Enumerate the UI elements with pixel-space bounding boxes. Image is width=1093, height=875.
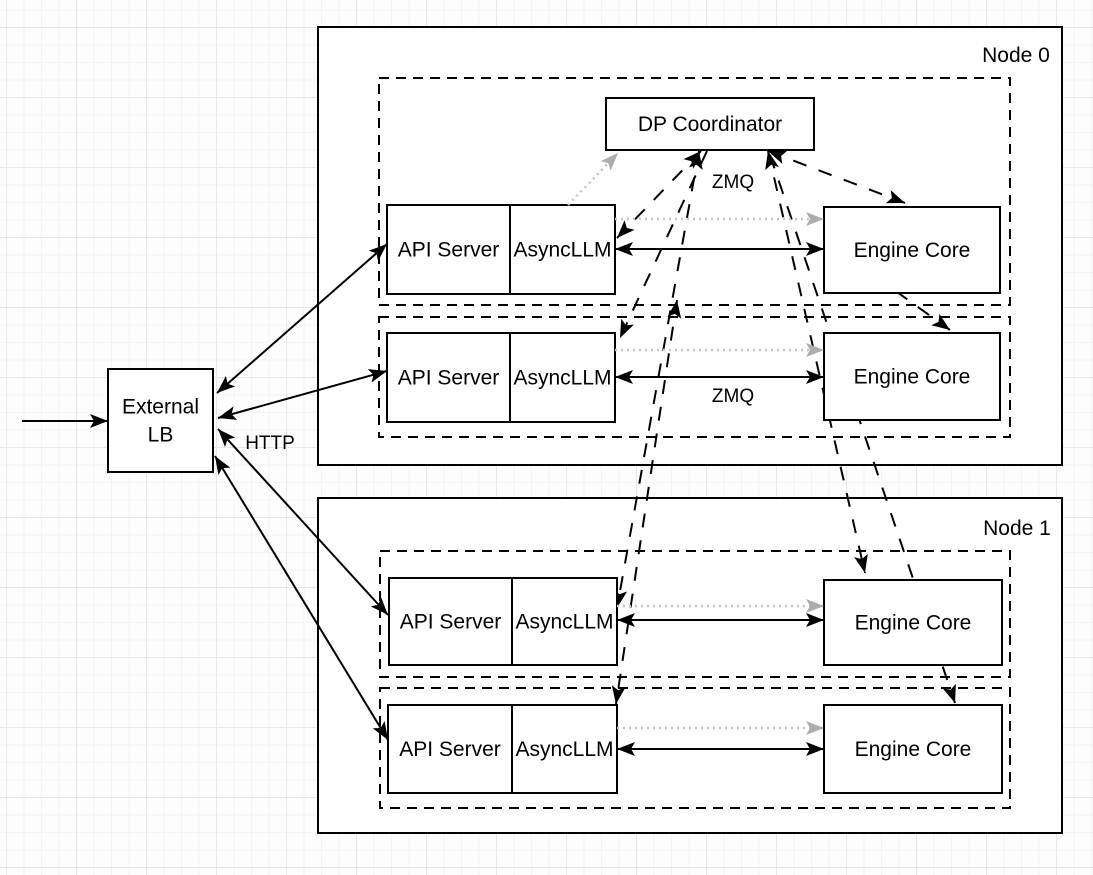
arrowhead-async-engine-n0r2-start [615, 370, 633, 384]
asyncllm-n0r2-box [509, 332, 616, 423]
api-server-n0r1-label-line: API Server [398, 239, 500, 262]
arrowhead-async-engine-n0r1 [806, 242, 824, 256]
connector-zmq-coord-asyncllm-n0r1 [616, 150, 702, 239]
engine-core-n0r2-label-line: Engine Core [854, 366, 971, 389]
asyncllm-n0r1-label-line: AsyncLLM [513, 239, 611, 262]
api-server-n0r2-label: API Server [398, 367, 500, 390]
arrowhead-startup-async-engine-n1r1 [806, 599, 824, 613]
external-lb-label-line: External [122, 396, 199, 419]
asyncllm-n0r2-label: AsyncLLM [513, 367, 611, 390]
node-0-label: Node 0 [982, 44, 1050, 67]
engine-core-n0r1-label-line: Engine Core [854, 239, 971, 262]
arrowhead-client-to-lb [90, 414, 108, 428]
arrowhead-startup-async-engine-n0r2 [806, 343, 824, 357]
arrowhead-zmq-coord-asyncllm-n0r2 [620, 318, 634, 338]
api-server-n0r1-box [386, 204, 511, 295]
arrowhead-zmq-coord-asyncllm-n0r1 [617, 220, 635, 238]
engine-core-n1r1-label: Engine Core [855, 612, 972, 635]
external-lb-box [107, 368, 214, 473]
engine-core-n0r1-box [823, 206, 1001, 294]
arrowhead-async-engine-n1r2-start [617, 742, 635, 756]
zmq-label-mid: ZMQ [712, 386, 754, 407]
engine-core-n1r1-box [823, 579, 1003, 666]
arrowhead-zmq-coord-asyncllm-n1r1-start [688, 151, 703, 170]
arrowhead-async-engine-n1r1-start [617, 613, 635, 627]
api-server-n1r2-box [387, 704, 513, 794]
arrowhead-http-lb-api-n1r2 [372, 721, 388, 740]
node-1-label: Node 1 [983, 517, 1051, 540]
api-server-n0r1-label: API Server [398, 239, 500, 262]
arrowhead-zmq-coord-asyncllm-n1r2 [611, 685, 626, 704]
connector-zmq-coord-engine-n1r1 [767, 150, 866, 574]
arrowhead-startup-async-engine-n0r1 [806, 212, 824, 226]
asyncllm-n1r2-label: AsyncLLM [515, 738, 613, 761]
arrowhead-startup-async-coord [600, 153, 618, 171]
arrowhead-http-lb-api-n1r1-start [218, 429, 236, 447]
connector-http-lb-api-n0r2 [217, 370, 388, 419]
engine-core-n1r2-box [823, 704, 1003, 794]
engine-core-n0r2-label: Engine Core [854, 366, 971, 389]
asyncllm-n1r2-label-line: AsyncLLM [515, 738, 613, 761]
api-server-n1r2-label: API Server [399, 738, 501, 761]
http-label: HTTP [245, 433, 295, 454]
asyncllm-n0r1-box [509, 204, 616, 295]
external-lb-label-line: LB [148, 424, 174, 447]
asyncllm-n0r2-label-line: AsyncLLM [513, 367, 611, 390]
arrowhead-http-lb-api-n1r1 [370, 597, 388, 615]
arrowhead-http-lb-api-n0r1-start [217, 375, 236, 393]
arrowhead-async-engine-n0r1-start [615, 242, 633, 256]
arrowhead-zmq-coord-engine-n1r1 [854, 553, 868, 573]
asyncllm-n1r1-label: AsyncLLM [515, 611, 613, 634]
arrowhead-http-lb-api-n0r2-start [218, 406, 238, 420]
asyncllm-n1r1-box [511, 577, 618, 666]
arrowhead-zmq-coord-engine-n0r1 [885, 190, 905, 204]
arrowhead-async-engine-n1r1 [806, 613, 824, 627]
asyncllm-n0r1-label: AsyncLLM [513, 239, 611, 262]
asyncllm-n1r2-box [511, 704, 618, 794]
arrowhead-startup-async-engine-n1r2 [806, 721, 824, 735]
arrowhead-zmq-coord-engine-n0r2 [931, 313, 950, 330]
dp-coordinator-label-line: DP Coordinator [638, 113, 782, 136]
api-server-n1r1-label: API Server [400, 611, 502, 634]
arrowhead-zmq-coord-engine-n0r1-start [768, 150, 788, 164]
arrowhead-http-lb-api-n0r2 [367, 369, 387, 383]
api-server-n1r1-box [388, 577, 513, 666]
connector-http-lb-api-n0r1 [216, 243, 388, 394]
arrowhead-http-lb-api-n0r1 [368, 244, 387, 262]
connector-http-lb-api-n1r2 [214, 455, 389, 741]
api-server-n1r2-label-line: API Server [399, 738, 501, 761]
api-server-n1r1-label-line: API Server [400, 611, 502, 634]
engine-core-n1r2-label-line: Engine Core [855, 738, 972, 761]
engine-core-n1r2-label: Engine Core [855, 738, 972, 761]
connector-zmq-coord-asyncllm-n1r1 [616, 150, 700, 609]
connector-http-lb-api-n1r1 [217, 428, 389, 616]
engine-core-n1r1-label-line: Engine Core [855, 612, 972, 635]
arrowhead-zmq-coord-engine-n1r2 [942, 683, 956, 703]
dp-coordinator-label: DP Coordinator [638, 113, 782, 136]
api-server-n0r2-label-line: API Server [398, 367, 500, 390]
arrowhead-async-engine-n1r2 [806, 742, 824, 756]
zmq-label-top: ZMQ [712, 172, 754, 193]
arrowhead-zmq-coord-asyncllm-n1r2-start [667, 300, 682, 319]
arrowhead-http-lb-api-n1r2-start [215, 456, 231, 475]
asyncllm-n1r1-label-line: AsyncLLM [515, 611, 613, 634]
dp-coordinator-box [605, 97, 815, 151]
arrowhead-async-engine-n0r2 [806, 370, 824, 384]
engine-core-n0r1-label: Engine Core [854, 239, 971, 262]
